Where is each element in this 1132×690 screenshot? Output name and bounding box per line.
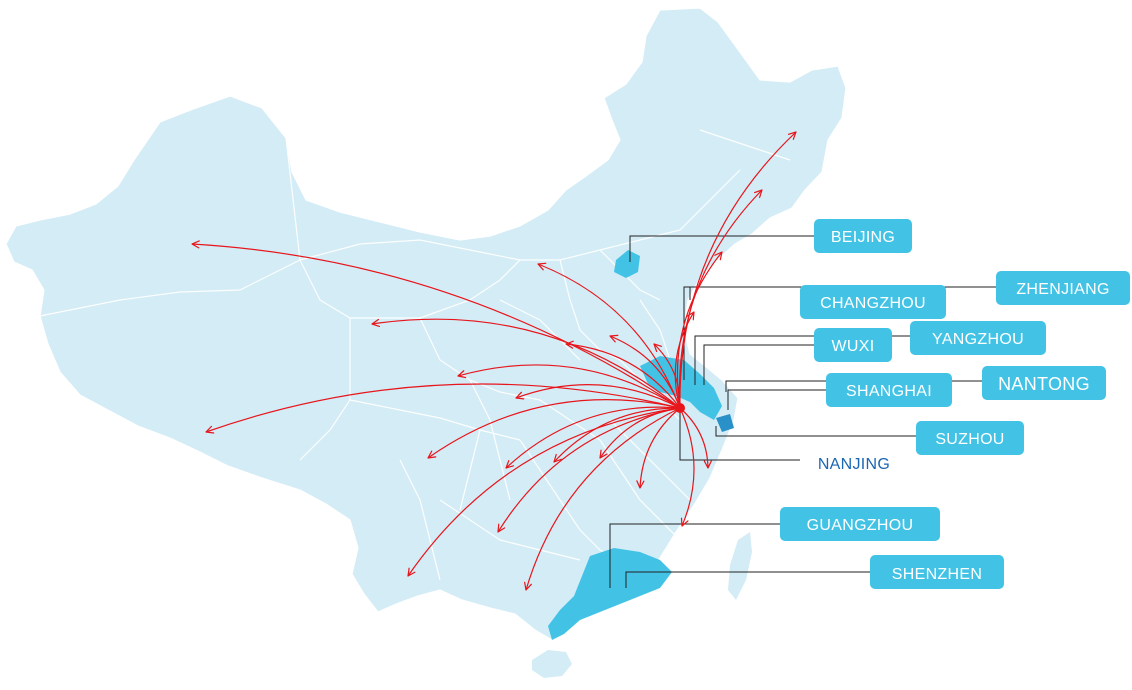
province-borders [39,129,791,581]
route-arc [678,189,763,409]
route-arrowhead [787,131,797,140]
city-label-text: SHANGHAI [846,383,932,400]
route-arrowhead [553,453,562,463]
route-arrowhead [191,240,200,249]
route-arc [676,251,723,409]
route-arc [674,311,695,409]
city-label-yangzhou: YANGZHOU [910,321,1046,355]
route-arc [525,407,681,591]
origin-label-nanjing: NANJING [818,456,890,473]
route-arc [191,243,681,409]
route-arrowhead [636,480,645,489]
route-arrowhead [609,334,619,343]
route-arrowhead [653,343,663,352]
route-arc [457,364,681,409]
route-arc [505,406,681,469]
route-arrowhead [205,425,215,434]
route-arrowhead [703,460,712,469]
city-label-changzhou: CHANGZHOU [800,285,946,319]
city-label-zhenjiang: ZHENJIANG [996,271,1130,305]
region-guangdong [548,548,672,640]
city-label-shanghai: SHANGHAI [826,373,952,407]
route-arrowhead [515,391,525,400]
city-label-guangzhou: GUANGZHOU [780,507,940,541]
origin-label-text: NANJING [818,456,890,473]
city-label-text: CHANGZHOU [820,295,926,312]
region-beijing [614,250,640,278]
route-arc [565,343,681,409]
taiwan-island [728,532,752,600]
route-arrowhead [371,318,381,328]
route-arc [515,384,681,409]
route-arc [679,131,797,409]
region-shanghai [716,414,734,432]
china-mainland [5,7,847,641]
hainan-island [532,650,572,678]
city-label-suzhou: SUZHOU [916,421,1024,455]
route-arrowhead [680,517,689,527]
route-lines [191,131,797,591]
city-label-nantong: NANTONG [982,366,1106,400]
route-arrowhead [505,460,515,469]
city-label-text: ZHENJIANG [1016,281,1109,298]
route-arrowhead [497,523,506,533]
city-label-text: SUZHOU [935,431,1004,448]
city-label-text: NANTONG [998,374,1090,394]
route-arc [639,407,681,489]
leader-lines [609,235,996,588]
route-arc [679,407,695,527]
city-label-shenzhen: SHENZHEN [870,555,1004,589]
route-arrowhead [427,450,437,459]
city-label-text: BEIJING [831,229,895,246]
origin-marker [675,403,685,413]
city-label-text: GUANGZHOU [807,517,914,534]
route-arrowhead [599,449,608,459]
city-label-text: WUXI [832,338,875,355]
route-arrowhead [537,262,547,271]
route-arc [427,399,681,459]
route-arrowhead [565,340,574,349]
route-arrowhead [714,251,723,261]
city-label-wuxi: WUXI [814,328,892,362]
city-label-text: YANGZHOU [932,331,1024,348]
route-arc [537,263,681,409]
route-arrowhead [407,567,416,577]
route-arc [407,407,681,577]
route-arc [371,318,681,409]
city-label-beijing: BEIJING [814,219,912,253]
route-arrowhead [754,189,763,199]
city-label-text: SHENZHEN [892,566,982,583]
route-arc [205,383,681,433]
route-arc [553,407,681,463]
route-arc [609,335,681,409]
route-arrowhead [524,581,532,591]
route-arc [497,407,681,533]
route-arrowhead [457,370,467,379]
route-arc [679,407,709,469]
